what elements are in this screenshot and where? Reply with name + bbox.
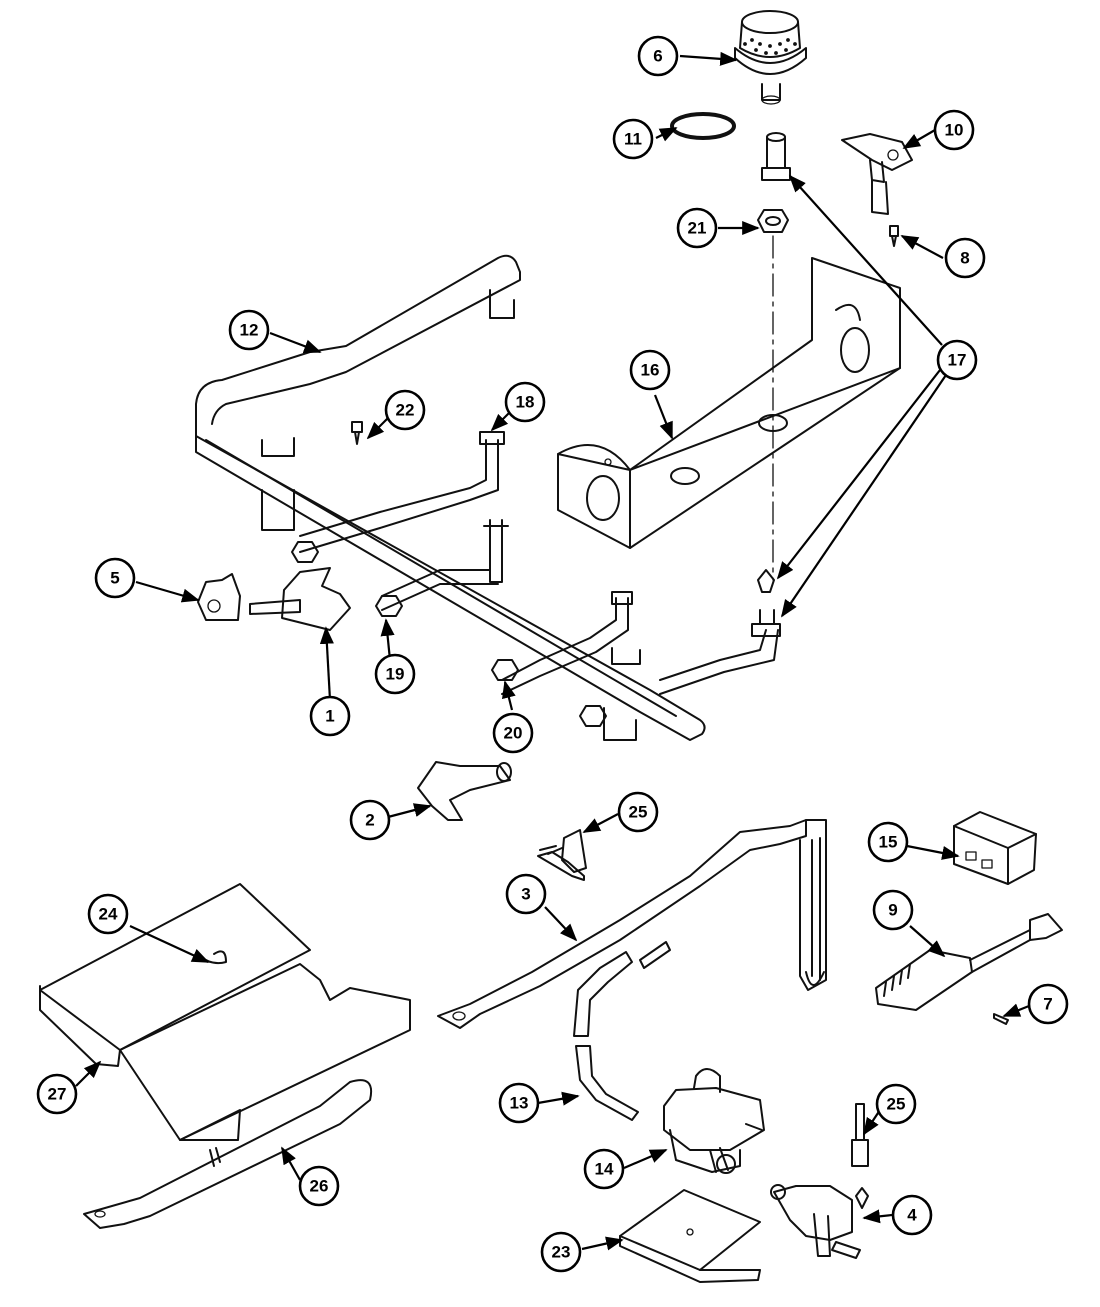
- callout-11: 11: [612, 118, 654, 160]
- callouts: 1 2 3 4 5 6 7 8 9 10 11 12 13 14 15 16 1…: [36, 35, 1069, 1273]
- svg-text:4: 4: [907, 1206, 917, 1225]
- svg-text:15: 15: [879, 833, 898, 852]
- callout-6: 6: [637, 35, 679, 77]
- callout-3: 3: [505, 873, 547, 915]
- part-ignition-switch: [875, 913, 1063, 1011]
- svg-text:13: 13: [510, 1094, 529, 1113]
- callout-25-bottom: 25: [875, 1083, 917, 1125]
- svg-text:20: 20: [504, 724, 523, 743]
- svg-text:6: 6: [653, 47, 662, 66]
- callout-26: 26: [298, 1165, 340, 1207]
- svg-text:24: 24: [99, 905, 118, 924]
- svg-text:21: 21: [688, 219, 707, 238]
- callout-19: 19: [374, 653, 416, 695]
- callout-10: 10: [933, 109, 975, 151]
- callout-17: 17: [936, 339, 978, 381]
- svg-text:27: 27: [48, 1085, 67, 1104]
- part-drawings: [39, 10, 1063, 1283]
- part-orifice-holder: [417, 761, 512, 821]
- part-orifice-spud: [761, 132, 791, 181]
- callout-18: 18: [504, 381, 546, 423]
- part-screw-22: [351, 421, 363, 445]
- callout-25-top: 25: [617, 791, 659, 833]
- part-o-ring: [670, 112, 736, 140]
- svg-text:2: 2: [365, 811, 374, 830]
- callout-8: 8: [944, 237, 986, 279]
- svg-text:9: 9: [888, 901, 897, 920]
- callout-24: 24: [87, 893, 129, 935]
- svg-text:25: 25: [629, 803, 648, 822]
- part-screw-8: [889, 225, 899, 247]
- part-hex-fittings: [291, 541, 607, 727]
- svg-text:7: 7: [1043, 995, 1052, 1014]
- part-burner-cap: [734, 10, 807, 105]
- callout-21: 21: [676, 207, 718, 249]
- part-burner-bracket: [557, 257, 901, 549]
- svg-text:22: 22: [396, 401, 415, 420]
- callout-2: 2: [349, 799, 391, 841]
- callout-1: 1: [309, 695, 351, 737]
- part-lower-burner-tube: [83, 1079, 372, 1229]
- part-gas-line-13: [573, 941, 671, 1121]
- callout-22: 22: [384, 389, 426, 431]
- part-pin-fitting: [851, 1103, 869, 1167]
- callout-5: 5: [94, 557, 136, 599]
- callout-9: 9: [872, 889, 914, 931]
- callout-14: 14: [583, 1148, 625, 1190]
- svg-text:5: 5: [110, 569, 119, 588]
- callout-20: 20: [492, 712, 534, 754]
- part-hex-nut: [757, 209, 789, 233]
- part-burner-tube: [437, 819, 827, 1029]
- leader-lines: [75, 51, 1030, 1251]
- svg-text:1: 1: [325, 707, 334, 726]
- callout-13: 13: [498, 1082, 540, 1124]
- part-safety-valve: [770, 1184, 869, 1259]
- svg-text:19: 19: [386, 665, 405, 684]
- part-pressure-regulator: [663, 1068, 765, 1174]
- svg-text:18: 18: [516, 393, 535, 412]
- svg-text:17: 17: [948, 351, 967, 370]
- callout-27: 27: [36, 1073, 78, 1115]
- svg-text:16: 16: [641, 361, 660, 380]
- svg-text:3: 3: [521, 885, 530, 904]
- svg-text:11: 11: [624, 130, 642, 149]
- part-screw-7: [993, 1013, 1009, 1025]
- svg-text:14: 14: [595, 1160, 614, 1179]
- callout-12: 12: [228, 309, 270, 351]
- svg-text:25: 25: [887, 1095, 906, 1114]
- part-elbow-tube: [537, 829, 587, 881]
- callout-4: 4: [891, 1194, 933, 1236]
- part-regulator-bracket: [619, 1189, 761, 1283]
- callout-16: 16: [629, 349, 671, 391]
- svg-text:8: 8: [960, 249, 969, 268]
- svg-text:10: 10: [945, 121, 964, 140]
- part-gas-tubes: [299, 431, 781, 695]
- svg-text:12: 12: [240, 321, 259, 340]
- part-spark-module: [953, 811, 1037, 885]
- svg-text:26: 26: [310, 1177, 329, 1196]
- callout-23: 23: [540, 1231, 582, 1273]
- part-burner-frame: [195, 254, 706, 741]
- callout-7: 7: [1027, 983, 1069, 1025]
- part-air-shutter: [249, 567, 351, 631]
- part-air-shutter-clip: [197, 573, 241, 621]
- svg-text:23: 23: [552, 1243, 571, 1262]
- callout-15: 15: [867, 821, 909, 863]
- part-electrode-bracket: [841, 133, 913, 215]
